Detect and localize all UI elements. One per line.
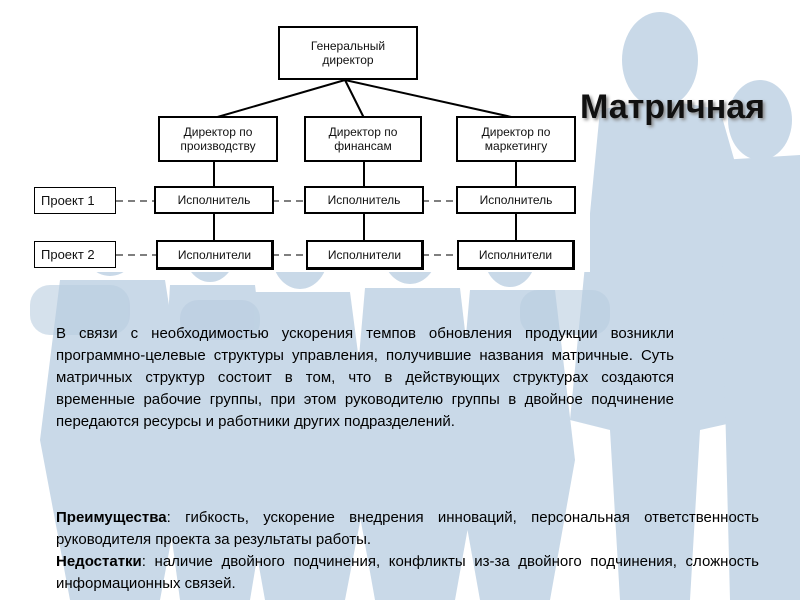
executors-marketing-box: Исполнители <box>457 240 575 270</box>
director-marketing-box: Директор по маркетингу <box>456 116 576 162</box>
cons-text: : наличие двойного подчинения, конфликты… <box>56 553 759 592</box>
executors-production-box: Исполнители <box>156 240 274 270</box>
director-production-box: Директор по производству <box>158 116 278 162</box>
executor-finance-box: Исполнитель <box>304 186 424 214</box>
executors-production-label: Исполнители <box>178 248 251 262</box>
pros-paragraph: Преимущества: гибкость, ускорение внедре… <box>56 507 759 551</box>
description-paragraph: В связи с необходимостью ускорения темпо… <box>56 323 674 433</box>
pros-cons-block: Преимущества: гибкость, ускорение внедре… <box>56 507 759 595</box>
pros-label: Преимущества <box>56 509 167 526</box>
executors-finance-label: Исполнители <box>328 248 401 262</box>
slide-title: Матричная <box>580 88 765 127</box>
general-director-label: Генеральный директор <box>303 39 393 67</box>
project-1-label: Проект 1 <box>41 194 95 208</box>
project-1-box: Проект 1 <box>34 187 116 214</box>
executor-marketing-box: Исполнитель <box>456 186 576 214</box>
executor-marketing-label: Исполнитель <box>480 193 553 207</box>
project-2-box: Проект 2 <box>34 241 116 268</box>
executor-finance-label: Исполнитель <box>328 193 401 207</box>
executors-finance-box: Исполнители <box>306 240 424 270</box>
director-finance-label: Директор по финансам <box>315 125 411 153</box>
director-production-label: Директор по производству <box>166 125 270 153</box>
project-2-label: Проект 2 <box>41 248 95 262</box>
cons-paragraph: Недостатки: наличие двойного подчинения,… <box>56 551 759 595</box>
general-director-box: Генеральный директор <box>278 26 418 80</box>
director-marketing-label: Директор по маркетингу <box>464 125 568 153</box>
executor-production-box: Исполнитель <box>154 186 274 214</box>
cons-label: Недостатки <box>56 553 142 570</box>
executors-marketing-label: Исполнители <box>479 248 552 262</box>
executor-production-label: Исполнитель <box>178 193 251 207</box>
director-finance-box: Директор по финансам <box>304 116 422 162</box>
